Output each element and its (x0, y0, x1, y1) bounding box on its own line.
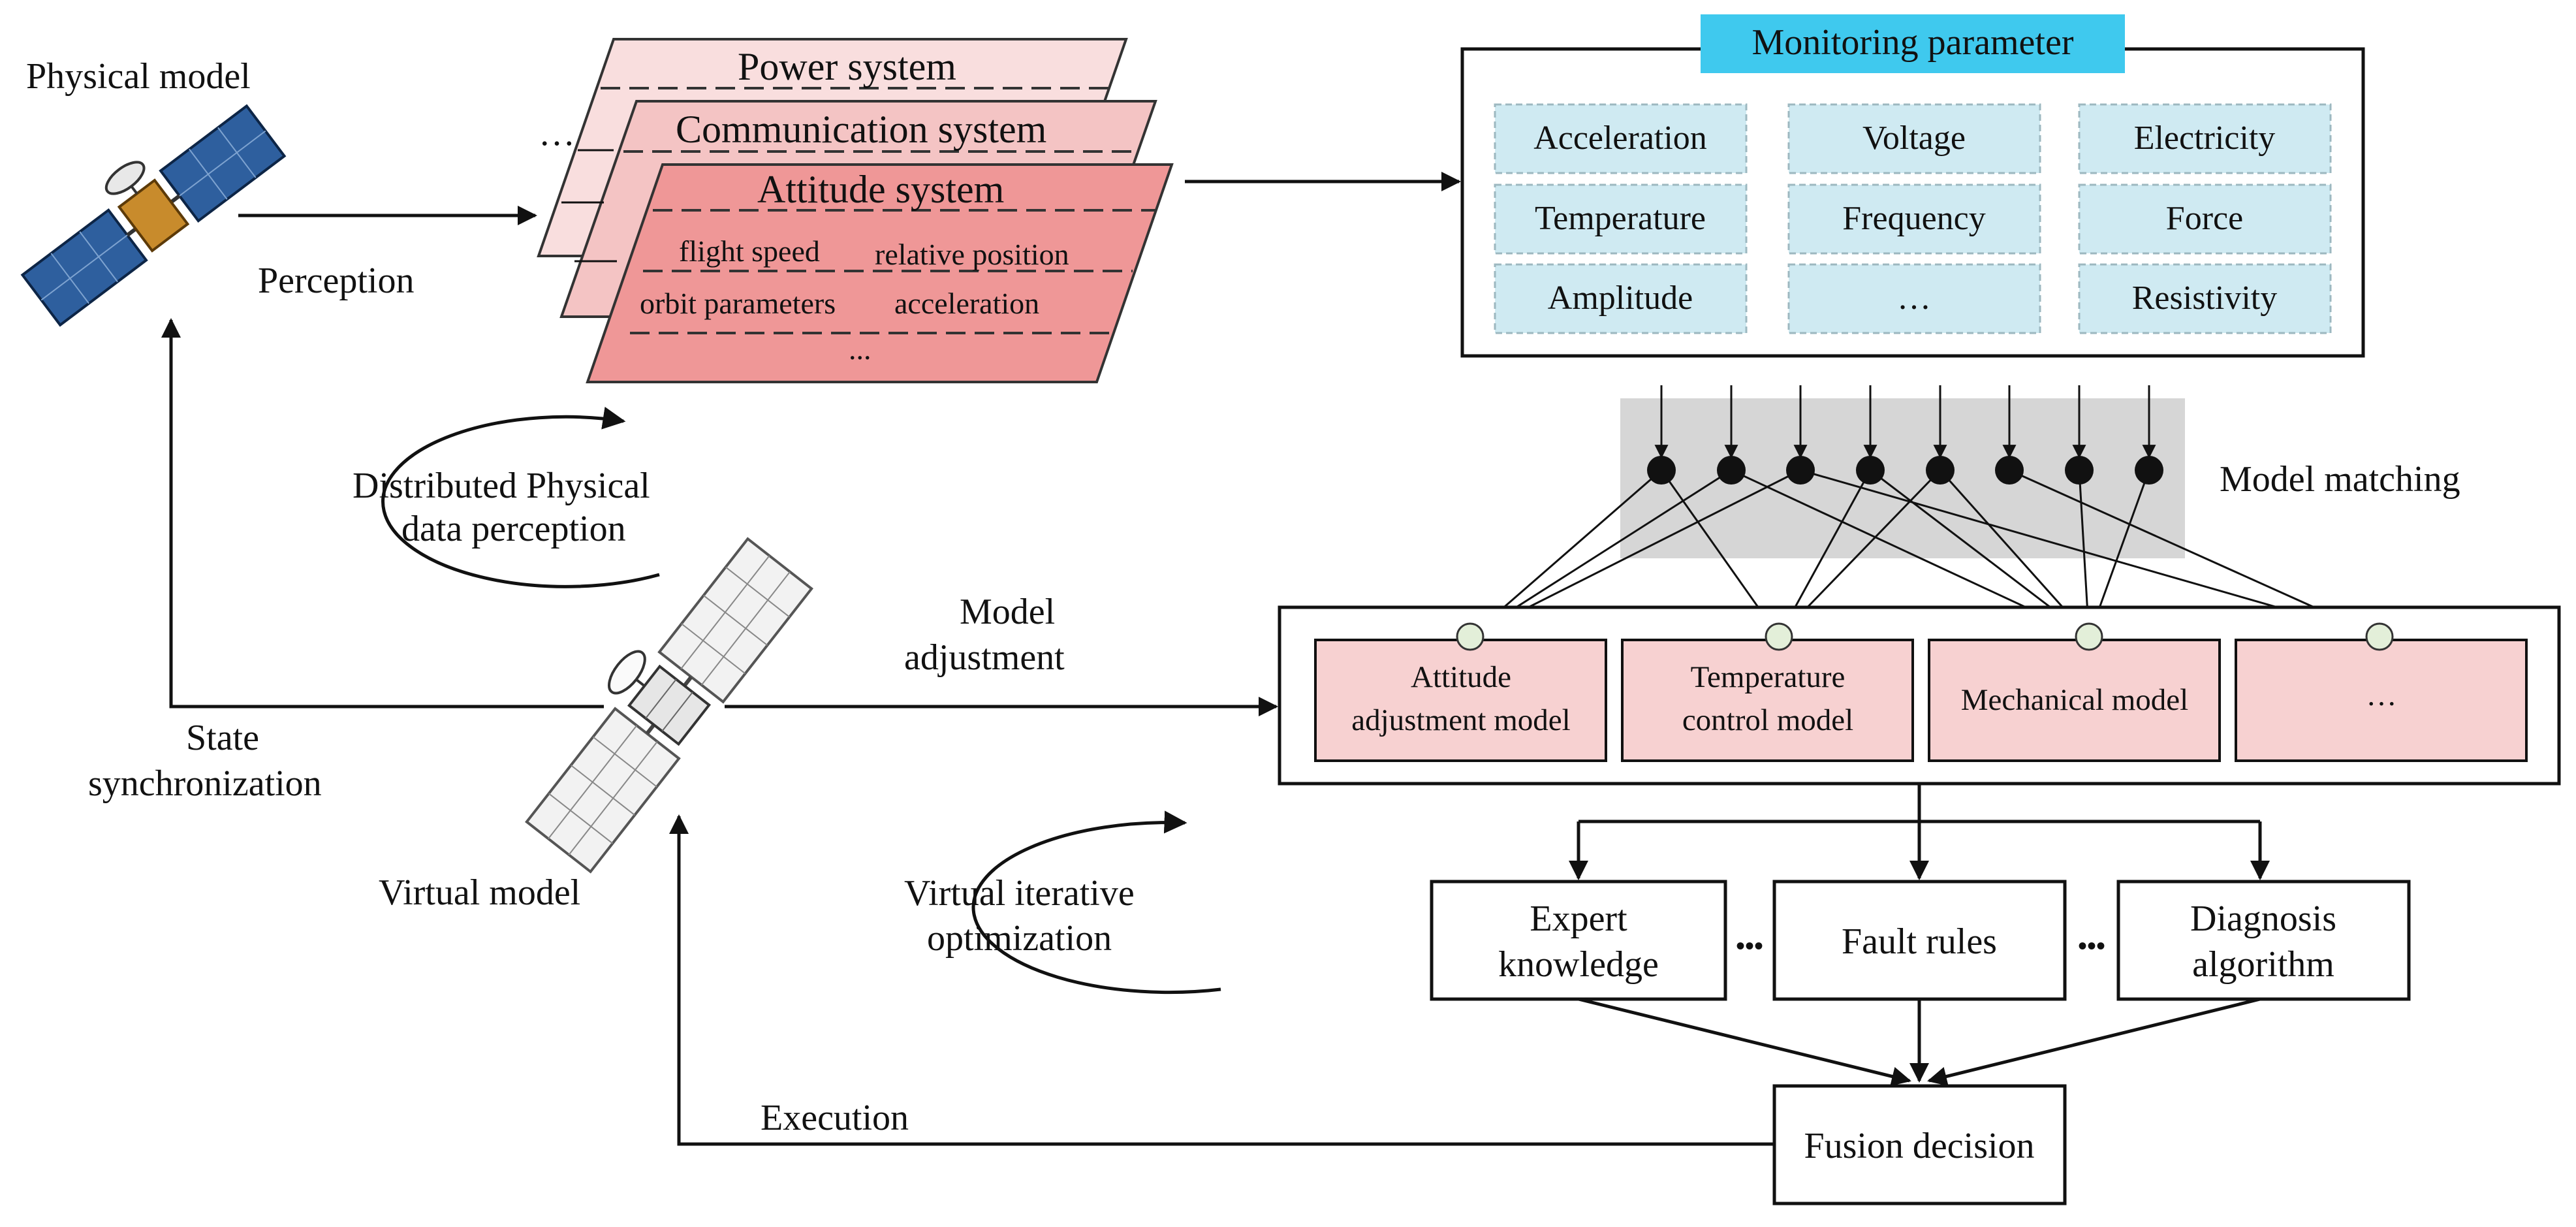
model-matching-label: Model matching (2220, 459, 2460, 500)
execution-label: Execution (761, 1098, 909, 1138)
monitoring-title-bg (1701, 14, 2125, 73)
algorithm-line1: Diagnosis (2190, 899, 2336, 939)
param-electricity-box (2078, 103, 2332, 174)
param-resistivity-box (2078, 263, 2332, 334)
fault-rules-box (1772, 880, 2067, 1001)
item-flight-speed: flight speed (679, 234, 820, 268)
attitude-model-line1: Attitude (1411, 660, 1511, 694)
fusion-decision-box (1772, 1084, 2067, 1205)
param-voltage: Voltage (1862, 120, 1966, 157)
model-adjustment-line2: adjustment (904, 637, 1065, 678)
param-temperature: Temperature (1535, 200, 1706, 237)
matching-bg (1620, 398, 2185, 558)
param-amplitude: Amplitude (1548, 279, 1693, 317)
dots-right: ••• (2078, 931, 2105, 961)
fusion-decision-label: Fusion decision (1804, 1126, 2034, 1166)
param-frequency: Frequency (1842, 200, 1985, 237)
model-boxes: Attitude adjustment model Temperature co… (1314, 639, 2528, 762)
temperature-model-line1: Temperature (1691, 660, 1846, 694)
physical-satellite-icon (20, 104, 287, 327)
virtual-model-label: Virtual model (379, 872, 580, 913)
param-acceleration: Acceleration (1533, 120, 1707, 157)
param-voltage-box (1787, 103, 2041, 174)
param-ellipsis-box (1787, 263, 2041, 334)
item-relative-position: relative position (875, 238, 1069, 271)
physical-cycle-line2: data perception (401, 509, 626, 549)
item-ellipsis: ... (849, 332, 872, 366)
model-input-nodes (1456, 622, 2394, 651)
expert-line2: knowledge (1498, 944, 1659, 985)
fault-rules-label: Fault rules (1842, 921, 1997, 962)
matching-nodes (1647, 456, 2163, 485)
algorithm-to-fusion-arrow (1927, 997, 2261, 1087)
execution-arrow (669, 814, 1774, 1146)
state-sync-line2: synchronization (88, 763, 322, 804)
param-amplitude-box (1494, 263, 1748, 334)
physical-cycle-line1: Distributed Physical (353, 466, 650, 506)
diagnosis-algorithm-box (2116, 880, 2411, 1001)
item-acceleration: acceleration (894, 287, 1039, 320)
virtual-cycle-arrow (971, 810, 1221, 995)
more-models-box (2235, 639, 2528, 762)
attitude-system-layer: Attitude system flight speed relative po… (586, 163, 1174, 383)
attitude-model-line2: adjustment model (1351, 703, 1570, 737)
mechanical-model-label: Mechanical model (1961, 683, 2188, 717)
mechanical-model-box (1928, 639, 2221, 762)
virtual-cycle-line2: optimization (927, 918, 1112, 959)
state-sync-line1: State (186, 718, 259, 758)
expert-to-fusion-arrow (1578, 997, 1911, 1087)
attitude-model-box (1314, 639, 1607, 762)
dots-left: ••• (1736, 931, 1763, 961)
param-electricity: Electricity (2134, 120, 2276, 157)
expert-knowledge-box (1430, 880, 1727, 1001)
communication-system-label: Communication system (676, 108, 1046, 151)
perception-label: Perception (258, 261, 414, 301)
layer-ticks (561, 149, 617, 263)
matching-inputs (1654, 385, 2156, 459)
algorithm-line2: algorithm (2192, 944, 2334, 985)
param-frequency-box (1787, 183, 2041, 255)
physical-cycle-arrow (381, 406, 660, 588)
temperature-model-line2: control model (1682, 703, 1853, 737)
systems-ellipsis: … (539, 113, 575, 153)
physical-model-label: Physical model (26, 56, 251, 97)
monitoring-title: Monitoring parameter (1752, 22, 2074, 63)
param-force: Force (2166, 200, 2243, 237)
param-force-box (2078, 183, 2332, 255)
more-models-label: … (2366, 678, 2397, 712)
param-resistivity: Resistivity (2132, 279, 2277, 317)
expert-line1: Expert (1530, 899, 1627, 939)
param-ellipsis: … (1897, 279, 1931, 317)
param-acceleration-box (1494, 103, 1748, 174)
virtual-satellite-icon (525, 537, 813, 874)
temperature-model-box (1621, 639, 1914, 762)
state-sync-arrow (161, 318, 604, 709)
model-adjustment-line1: Model (960, 592, 1055, 632)
power-system-label: Power system (738, 45, 956, 88)
param-grid: Acceleration Voltage Electricity Tempera… (1494, 103, 2332, 334)
item-orbit-parameters: orbit parameters (640, 287, 836, 320)
param-temperature-box (1494, 183, 1748, 255)
virtual-cycle-line1: Virtual iterative (904, 873, 1135, 914)
attitude-system-label: Attitude system (757, 168, 1004, 211)
